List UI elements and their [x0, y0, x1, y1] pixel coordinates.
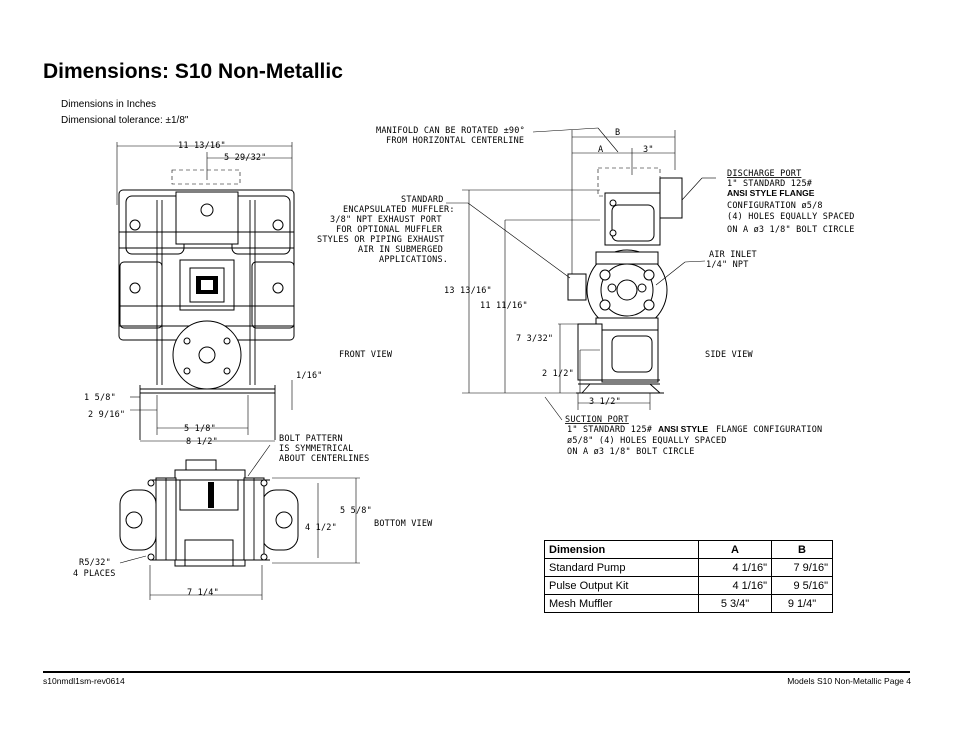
discharge-note-line3: ANSI STYLE FLANGE	[727, 188, 815, 198]
muffler-note-line4: FOR OPTIONAL MUFFLER	[336, 225, 443, 235]
footer-doc-id: s10nmdl1sm-rev0614	[43, 676, 125, 686]
units-note: Dimensions in Inches	[61, 99, 157, 110]
bottom-dim-5-5-8: 5 5/8"	[340, 506, 372, 516]
table-header: B	[771, 540, 833, 559]
discharge-note-line5: (4) HOLES EQUALLY SPACED	[727, 212, 855, 222]
front-view-label: FRONT VIEW	[339, 350, 393, 360]
table-cell: Mesh Muffler	[544, 594, 699, 613]
table-cell: 5 3/4"	[698, 594, 772, 613]
bolt-note-line2: IS SYMMETRICAL	[279, 444, 353, 454]
muffler-note-line3: 3/8" NPT EXHAUST PORT	[330, 215, 442, 225]
side-dim-A: A	[598, 145, 603, 155]
discharge-note-line2: 1" STANDARD 125#	[727, 179, 813, 189]
side-view-drawing	[446, 127, 716, 421]
bottom-view-drawing	[119, 444, 360, 600]
side-dim-3-1-2: 3 1/2"	[589, 397, 621, 407]
suction-note-line4: FLANGE CONFIGURATION	[716, 425, 822, 435]
side-dim-11-11-16: 11 11/16"	[480, 301, 528, 311]
muffler-note-line2: ENCAPSULATED MUFFLER:	[343, 205, 455, 215]
table-row: Mesh Muffler 5 3/4" 9 1/4"	[544, 594, 833, 613]
front-dim-half: 5 29/32"	[224, 153, 267, 163]
suction-note-line1: SUCTION PORT	[565, 415, 629, 425]
side-dim-3in: 3"	[643, 145, 654, 155]
table-cell: 9 5/16"	[771, 576, 833, 595]
discharge-note-line1: DISCHARGE PORT	[727, 169, 801, 179]
bottom-dim-places: 4 PLACES	[73, 569, 116, 579]
table-cell: 9 1/4"	[771, 594, 833, 613]
table-header: A	[698, 540, 772, 559]
muffler-note-line5: STYLES OR PIPING EXHAUST	[317, 235, 445, 245]
front-view-drawing	[116, 142, 295, 442]
page-title: Dimensions: S10 Non-Metallic	[43, 60, 343, 83]
suction-note-line6: ON A ø3 1/8" BOLT CIRCLE	[567, 447, 695, 457]
front-dim-8-1-2: 8 1/2"	[186, 437, 218, 447]
discharge-note-line4: CONFIGURATION ø5/8	[727, 201, 823, 211]
bolt-note-line1: BOLT PATTERN	[279, 434, 343, 444]
side-view-label: SIDE VIEW	[705, 350, 754, 360]
suction-note-line2: 1" STANDARD 125#	[567, 425, 653, 435]
front-dim-5-1-8: 5 1/8"	[184, 424, 216, 434]
muffler-note-line7: APPLICATIONS.	[379, 255, 448, 265]
bottom-dim-4-1-2: 4 1/2"	[305, 523, 337, 533]
table-row: Pulse Output Kit 4 1/16" 9 5/16"	[544, 576, 833, 595]
side-dim-2-1-2: 2 1/2"	[542, 369, 574, 379]
discharge-note-line6: ON A ø3 1/8" BOLT CIRCLE	[727, 225, 855, 235]
air-inlet-line2: 1/4" NPT	[706, 260, 749, 270]
front-dim-width: 11 13/16"	[178, 141, 226, 151]
table-header: Dimension	[544, 540, 699, 559]
manifold-note-line1: MANIFOLD CAN BE ROTATED ±90°	[376, 126, 525, 136]
table-cell: Pulse Output Kit	[544, 576, 699, 595]
suction-note-line3: ANSI STYLE	[658, 424, 708, 434]
bolt-note-line3: ABOUT CENTERLINES	[279, 454, 369, 464]
air-inlet-line1: AIR INLET	[709, 250, 757, 260]
table-row: Standard Pump 4 1/16" 7 9/16"	[544, 558, 833, 577]
footer-rule	[43, 671, 910, 673]
table-header-row: Dimension A B	[544, 540, 833, 559]
footer-page-info: Models S10 Non-Metallic Page 4	[787, 676, 911, 686]
table-cell: 4 1/16"	[698, 558, 772, 577]
bottom-dim-radius: R5/32"	[79, 558, 111, 568]
side-dim-13-13-16: 13 13/16"	[444, 286, 492, 296]
bottom-view-label: BOTTOM VIEW	[374, 519, 433, 529]
dimensions-table: Dimension A B Standard Pump 4 1/16" 7 9/…	[544, 540, 833, 613]
manifold-note-line2: FROM HORIZONTAL CENTERLINE	[386, 136, 524, 146]
suction-note-line5: ø5/8" (4) HOLES EQUALLY SPACED	[567, 436, 727, 446]
side-dim-7-3-32: 7 3/32"	[516, 334, 553, 344]
table-cell: Standard Pump	[544, 558, 699, 577]
front-dim-1-16: 1/16"	[296, 371, 323, 381]
side-dim-B: B	[615, 128, 620, 138]
table-cell: 7 9/16"	[771, 558, 833, 577]
bottom-dim-7-1-4: 7 1/4"	[187, 588, 219, 598]
muffler-note-line1: STANDARD	[401, 195, 444, 205]
front-dim-2-9-16: 2 9/16"	[88, 410, 125, 420]
table-cell: 4 1/16"	[698, 576, 772, 595]
tolerance-note: Dimensional tolerance: ±1/8"	[61, 115, 189, 126]
front-dim-1-5-8: 1 5/8"	[84, 393, 116, 403]
muffler-note-line6: AIR IN SUBMERGED	[358, 245, 443, 255]
